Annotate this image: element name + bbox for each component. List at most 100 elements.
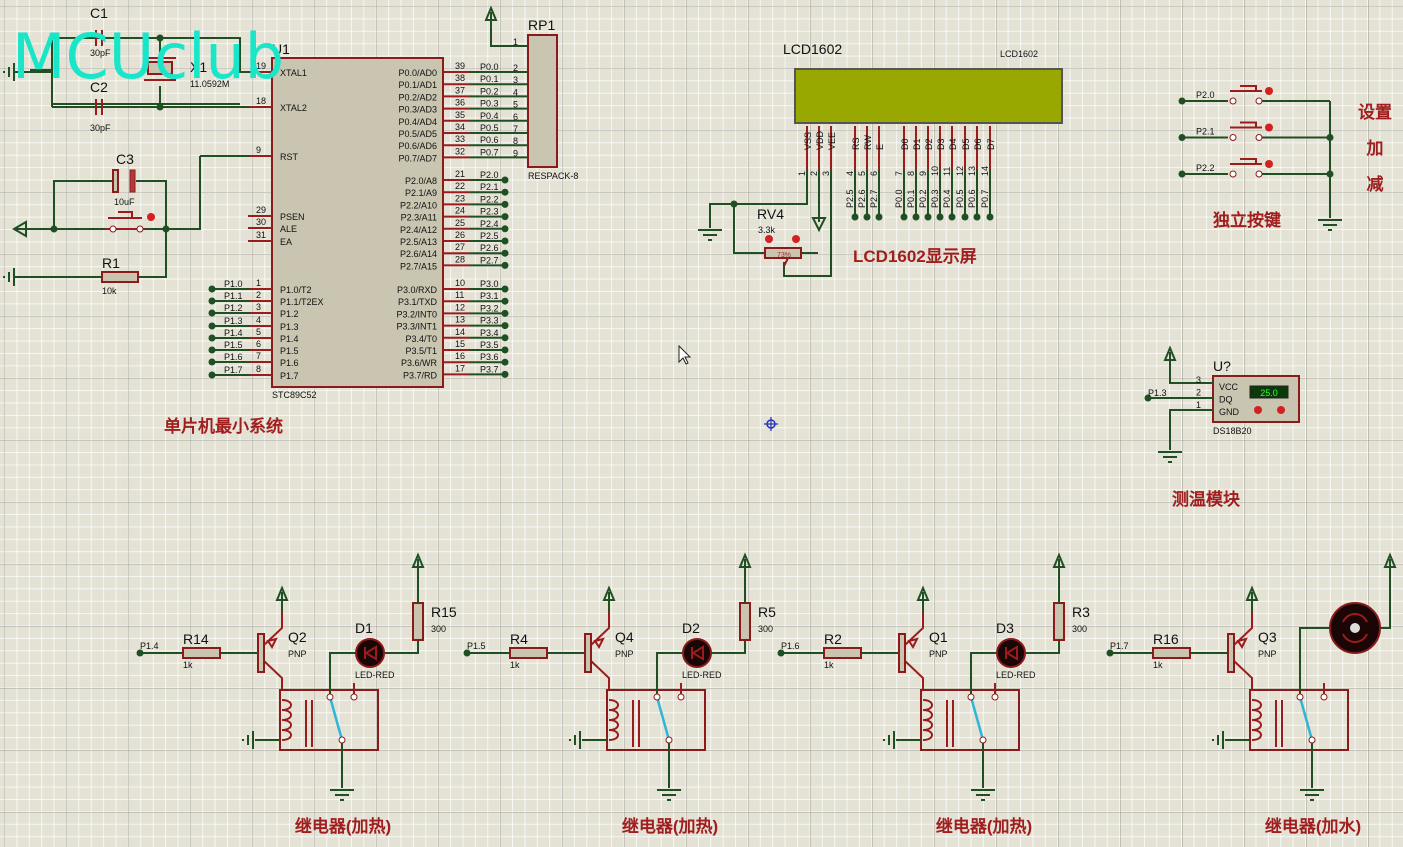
button-state-indicator[interactable] bbox=[1265, 123, 1273, 132]
push-button[interactable] bbox=[1229, 85, 1273, 105]
pin-number: 38 bbox=[455, 73, 465, 83]
temp-caption: 测温模块 bbox=[1172, 489, 1241, 509]
lcd-ref: LCD1602 bbox=[783, 41, 842, 57]
relay-common bbox=[338, 736, 346, 744]
temp-decrease-button[interactable] bbox=[1254, 406, 1262, 414]
pin-name: D7 bbox=[986, 138, 996, 150]
pin-number: 24 bbox=[455, 206, 465, 216]
rv4-decrease-button[interactable] bbox=[765, 235, 773, 243]
power-arrow bbox=[411, 552, 425, 575]
relay-coil bbox=[1251, 699, 1262, 741]
relay-common bbox=[979, 736, 987, 744]
emitter-arrow bbox=[266, 637, 278, 649]
relay-coil bbox=[608, 699, 619, 741]
resistor-r1 bbox=[101, 271, 139, 283]
pnp-transistor bbox=[898, 633, 906, 673]
button-body bbox=[1230, 158, 1262, 165]
pin-number: 13 bbox=[967, 166, 977, 176]
vdd-arrow bbox=[811, 217, 827, 233]
power-arrow-icon bbox=[484, 5, 498, 28]
pin-number: 2 bbox=[809, 171, 819, 176]
mouse-cursor-icon bbox=[678, 344, 692, 365]
ground-icon bbox=[1318, 219, 1342, 231]
net-label: P1.3 bbox=[224, 316, 243, 326]
emitter bbox=[904, 611, 924, 646]
net-label: P3.5 bbox=[480, 340, 499, 350]
button-state-indicator[interactable] bbox=[1265, 160, 1273, 168]
net-label: P0.0 bbox=[480, 62, 499, 72]
net-label: P1.7 bbox=[224, 365, 243, 375]
c2-value: 30pF bbox=[90, 123, 111, 133]
junction-dot bbox=[501, 322, 509, 330]
net-label: P2.4 bbox=[480, 219, 499, 229]
net-label: P0.7 bbox=[980, 189, 990, 208]
net-label: P0.2 bbox=[480, 86, 499, 96]
wire bbox=[490, 28, 528, 47]
emitter bbox=[590, 611, 610, 646]
ground-bars bbox=[242, 731, 254, 749]
relay-coil bbox=[281, 699, 292, 741]
pnp-transistor bbox=[584, 633, 592, 673]
relay-contact bbox=[653, 693, 661, 701]
power-arrow-icon bbox=[1163, 345, 1177, 368]
button-body bbox=[1230, 121, 1262, 129]
ground-bars bbox=[1300, 789, 1324, 801]
button-function-label: 加 bbox=[1366, 139, 1384, 158]
emitter-arrow bbox=[1236, 637, 1248, 649]
led-type: LED-RED bbox=[355, 670, 395, 680]
pin-number: 8 bbox=[256, 364, 261, 374]
load-resistor bbox=[1053, 602, 1065, 641]
pin-name: P2.0/A8 bbox=[405, 176, 437, 186]
button-function-label: 减 bbox=[1367, 174, 1384, 194]
button-function-label: 设置 bbox=[1358, 103, 1392, 122]
net-label: P1.4 bbox=[140, 641, 159, 651]
net-label: P2.5 bbox=[845, 189, 855, 208]
button-state-indicator[interactable] bbox=[147, 213, 155, 221]
resistor-ref: R4 bbox=[510, 631, 528, 647]
transistor-ref: Q2 bbox=[288, 629, 307, 645]
pin-number: 10 bbox=[930, 166, 940, 176]
push-button[interactable] bbox=[1229, 158, 1273, 178]
r1-value: 10k bbox=[102, 286, 117, 296]
junction-dot bbox=[208, 346, 216, 354]
emitter-arrow bbox=[907, 637, 919, 649]
transistor-ref: Q4 bbox=[615, 629, 634, 645]
pin-number: 5 bbox=[256, 327, 261, 337]
button-terminal bbox=[1255, 170, 1263, 178]
junction-dot bbox=[961, 213, 969, 221]
rv4-increase-button[interactable] bbox=[792, 235, 800, 243]
relay-switch bbox=[1298, 696, 1314, 741]
led-icon bbox=[682, 638, 712, 668]
pin-name: PSEN bbox=[280, 212, 305, 222]
lcd-caption: LCD1602显示屏 bbox=[853, 247, 977, 266]
temp-increase-button[interactable] bbox=[1277, 406, 1285, 414]
diode-symbol bbox=[364, 645, 377, 661]
pin-name: P1.0/T2 bbox=[280, 285, 312, 295]
relay-caption: 继电器(加热) bbox=[622, 816, 718, 836]
junction-dot bbox=[501, 213, 509, 221]
pin-number: 7 bbox=[513, 124, 518, 134]
pin-number: 9 bbox=[513, 148, 518, 158]
pin-name: P1.1/T2EX bbox=[280, 297, 324, 307]
led-body bbox=[355, 638, 385, 668]
pin-name: D2 bbox=[924, 138, 934, 150]
push-button[interactable] bbox=[1229, 121, 1273, 141]
junction-dot bbox=[851, 213, 859, 221]
power-arrow bbox=[1383, 552, 1397, 575]
button-state-indicator[interactable] bbox=[1265, 87, 1273, 95]
junction-dot bbox=[501, 225, 509, 233]
power-arrow bbox=[916, 585, 930, 608]
junction-dot bbox=[208, 358, 216, 366]
pin-name: P3.1/TXD bbox=[398, 297, 438, 307]
load-resistor bbox=[412, 602, 424, 641]
net-label: P1.4 bbox=[224, 328, 243, 338]
pin-name: P1.6 bbox=[280, 358, 299, 368]
power-arrow bbox=[484, 5, 498, 28]
led-ref: D3 bbox=[996, 620, 1014, 636]
junction-dot bbox=[501, 358, 509, 366]
